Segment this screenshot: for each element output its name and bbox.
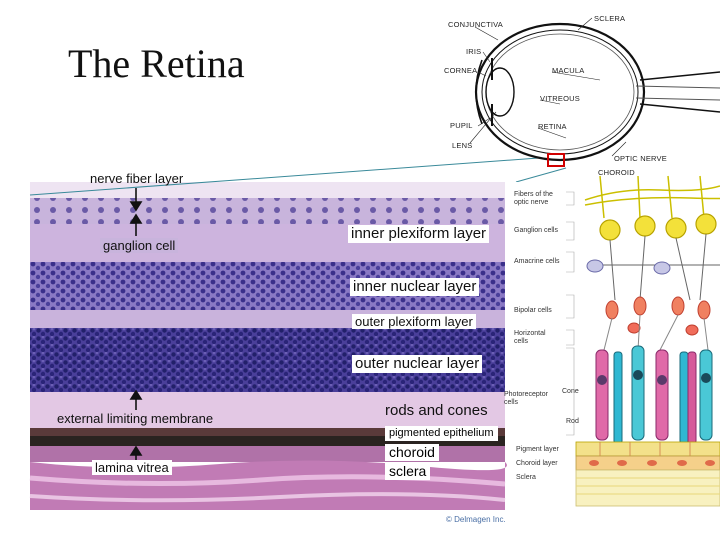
cell-label-photoreceptor-cells: Photoreceptor cells	[504, 391, 548, 407]
label-ganglion-cell: ganglion cell	[100, 238, 179, 253]
label-outer-nuclear-layer: outer nuclear layer	[352, 355, 483, 373]
cell-label-horizontal-cells: Horizontal cells	[514, 330, 546, 346]
label-sclera: sclera	[385, 463, 431, 480]
eye-diagram	[469, 17, 720, 167]
copyright-notice: © Delmagen Inc.	[446, 515, 506, 524]
label-external-limiting-membrane: external limiting membrane	[54, 411, 217, 426]
label-rods-and-cones: rods and cones	[382, 402, 491, 420]
eye-label-pupil: PUPIL	[450, 121, 473, 130]
label-inner-nuclear-layer: inner nuclear layer	[350, 278, 480, 296]
cell-label-pigment-layer: Pigment layer	[516, 446, 559, 453]
cell-label-amacrine-cells: Amacrine cells	[514, 258, 560, 265]
cell-label-sclera: Sclera	[516, 474, 536, 481]
cell-label-rod: Rod	[566, 418, 579, 425]
cell-label-cone: Cone	[562, 388, 579, 395]
eye-label-vitreous: VITREOUS	[540, 94, 580, 103]
cell-label-horizontal-line1: Horizontal	[514, 330, 546, 337]
eye-label-macula: MACULA	[552, 66, 585, 75]
cell-label-horizontal-line2: cells	[514, 338, 529, 345]
label-lamina-vitrea: lamina vitrea	[92, 460, 172, 475]
cell-label-ganglion-cells: Ganglion cells	[514, 227, 558, 234]
eye-label-cornea: CORNEA	[444, 66, 478, 75]
histo-ganglion-band	[30, 198, 505, 224]
eye-label-choroid: CHOROID	[598, 168, 635, 177]
eye-label-conjunctiva: CONJUNCTIVA	[448, 20, 503, 29]
cell-label-photoreceptor-line1: Photoreceptor	[504, 391, 548, 398]
cell-label-choroid-layer: Choroid layer	[516, 460, 558, 467]
horizontal-cell-bodies	[627, 322, 699, 336]
cell-label-fibers-line1: Fibers of the	[514, 191, 553, 198]
sclera-layer-band	[575, 469, 720, 507]
connector-line-right	[515, 167, 567, 183]
eye-label-iris: IRIS	[466, 47, 482, 56]
zoom-highlight-box	[547, 153, 565, 167]
connector-line-left	[29, 156, 553, 196]
cell-label-fibers: Fibers of the optic nerve	[514, 191, 553, 207]
eye-label-sclera: SCLERA	[594, 14, 626, 23]
label-inner-plexiform-layer: inner plexiform layer	[348, 225, 490, 243]
cell-label-photoreceptor-line2: cells	[504, 399, 519, 406]
slide-title: The Retina	[68, 41, 245, 86]
cell-label-fibers-line2: optic nerve	[514, 199, 549, 206]
eye-label-lens: LENS	[452, 141, 473, 150]
bipolar-cell-bodies	[605, 296, 711, 320]
label-nerve-fiber-layer: nerve fiber layer	[90, 171, 184, 186]
label-pigmented-epithelium: pigmented epithelium	[385, 426, 498, 441]
histo-pigment-band	[30, 428, 505, 436]
label-choroid: choroid	[385, 444, 439, 461]
eye-label-retina: RETINA	[538, 122, 567, 131]
retinal-cell-schematic	[510, 175, 720, 512]
cell-label-bipolar-cells: Bipolar cells	[514, 307, 552, 314]
pigment-layer-band	[575, 441, 720, 457]
eye-label-optic-nerve: OPTIC NERVE	[614, 154, 667, 163]
amacrine-cell-bodies	[586, 259, 671, 275]
histo-dark-band	[30, 436, 505, 446]
optic-nerve-fibers	[584, 175, 720, 219]
histology-arrows	[129, 188, 143, 462]
cone-photoreceptors	[595, 345, 713, 441]
label-outer-plexiform-layer: outer plexiform layer	[352, 314, 476, 329]
